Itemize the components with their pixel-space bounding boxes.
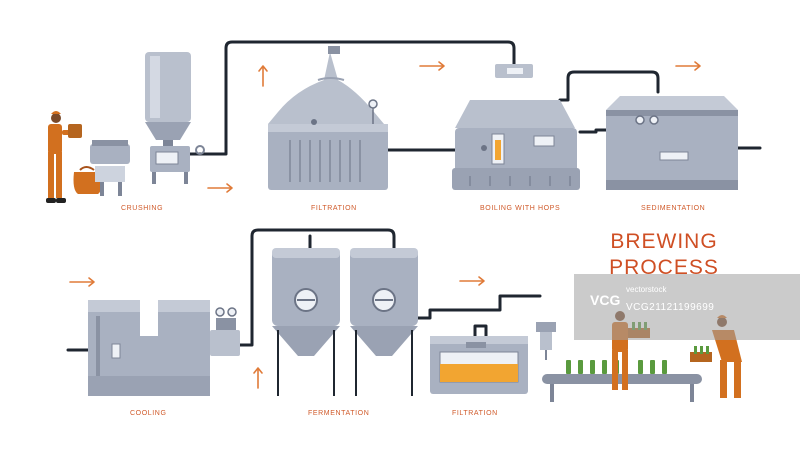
watermark-band: [574, 274, 800, 340]
arrow-right-icon: [69, 277, 95, 287]
label-fermentation: FERMENTATION: [308, 410, 370, 417]
crushing-station: [73, 52, 205, 196]
label-sedimentation: SEDIMENTATION: [641, 205, 706, 212]
fermentation-tank: [272, 248, 340, 396]
watermark-domain: vectorstock: [626, 285, 667, 294]
watermark-logo: VCG: [590, 292, 621, 308]
arrow-up-icon: [258, 65, 268, 87]
label-boiling: BOILING WITH HOPS: [480, 205, 561, 212]
fermentation-tanks: [272, 248, 418, 396]
cooling-unit: [88, 300, 240, 396]
arrow-right-icon: [207, 183, 233, 193]
pipes: [66, 40, 762, 352]
arrow-right-icon: [419, 61, 445, 71]
diagram-title-line2: PROCESS: [609, 256, 719, 279]
watermark-id: VCG21121199699: [626, 302, 715, 313]
arrow-up-icon: [253, 367, 263, 389]
diagram-title-line1: BREWING: [610, 230, 718, 253]
fermentation-tank: [350, 248, 418, 396]
arrow-right-icon: [459, 276, 485, 286]
label-cooling: COOLING: [130, 410, 167, 417]
label-crushing: CRUSHING: [121, 205, 164, 212]
flow-arrows: [69, 61, 701, 389]
brewery-worker: [46, 111, 82, 203]
label-filtration-top: FILTRATION: [311, 205, 357, 212]
arrow-right-icon: [675, 61, 701, 71]
boiling-kettle: [452, 64, 580, 190]
label-filtration-bottom: FILTRATION: [452, 410, 498, 417]
sedimentation-tank: [606, 96, 738, 190]
filtration-machine: [430, 336, 528, 394]
filtration-tun: [268, 46, 388, 190]
